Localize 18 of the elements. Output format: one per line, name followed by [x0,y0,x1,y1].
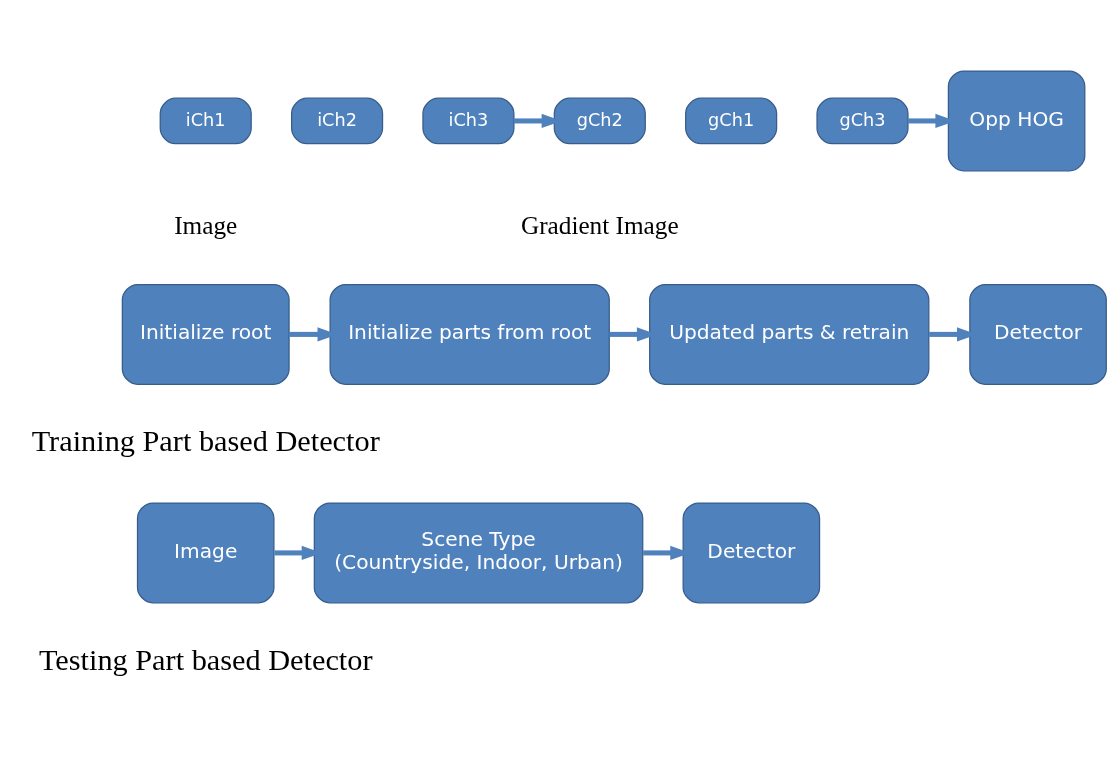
node-box: Scene Type (Countryside, Indoor, Urban) [313,501,644,603]
node-box: iCh3 [422,97,515,144]
node-box: iCh2 [290,97,384,144]
label: Testing Part based Detector [38,642,373,677]
node-box: Initialize root [121,283,290,385]
node-box: Opp HOG [947,69,1086,171]
label: Training Part based Detector [31,423,380,458]
node-box: gCh1 [685,97,778,144]
node-box: Initialize parts from root [329,283,610,385]
label: Gradient Image [520,210,679,239]
node-box: Image [136,501,275,603]
node-box: gCh2 [553,97,646,144]
node-box: Detector [969,283,1107,385]
node-box: gCh3 [816,97,909,144]
node-box: Updated parts & retrain [649,283,930,385]
node-box: Detector [682,501,821,603]
node-box: iCh1 [159,97,252,144]
label: Image [174,210,238,239]
